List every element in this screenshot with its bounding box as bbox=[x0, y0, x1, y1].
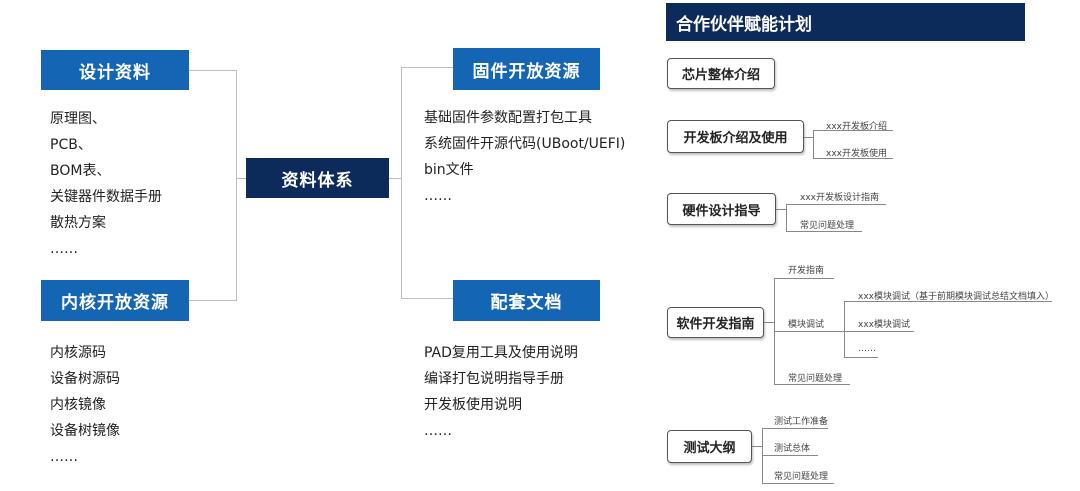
branch-line bbox=[776, 209, 786, 210]
partner-enablement-title-bar: 合作伙伴赋能计划 bbox=[666, 3, 1025, 41]
module-debug-child: xxx模块调试（基于前期模块调试总结文档填入） bbox=[858, 292, 1054, 302]
list-item: 散热方案 bbox=[50, 215, 106, 231]
branch-line bbox=[813, 130, 814, 158]
list-item: 内核镜像 bbox=[50, 397, 106, 413]
dev-board-child: xxx开发板使用 bbox=[826, 149, 887, 159]
connector-line bbox=[189, 70, 236, 71]
list-item: 编译打包说明指导手册 bbox=[424, 371, 564, 387]
connector-line bbox=[401, 67, 453, 68]
hw-design-child: 常见问题处理 bbox=[800, 221, 855, 231]
branch-line bbox=[762, 428, 828, 429]
branch-line bbox=[774, 331, 844, 332]
supporting-docs-list: PAD复用工具及使用说明 编译打包说明指导手册 开发板使用说明 …… bbox=[424, 340, 578, 444]
list-item: 基础固件参数配置打包工具 bbox=[424, 110, 592, 126]
connector-line bbox=[236, 70, 237, 301]
sw-dev-label: 软件开发指南 bbox=[676, 317, 755, 332]
dev-board-child: xxx开发板介绍 bbox=[826, 122, 887, 132]
list-item: 设备树源码 bbox=[50, 371, 120, 387]
supporting-docs-title: 配套文档 bbox=[490, 293, 563, 313]
list-item: 内核源码 bbox=[50, 345, 106, 361]
list-item: …… bbox=[424, 423, 452, 439]
sw-dev-child: 常见问题处理 bbox=[788, 374, 843, 384]
hw-design-child: xxx开发板设计指南 bbox=[800, 193, 879, 203]
dev-board-label: 开发板介绍及使用 bbox=[683, 131, 788, 146]
kernel-resources-title: 内核开放资源 bbox=[61, 293, 169, 313]
connector-line bbox=[401, 67, 402, 298]
list-item: PCB、 bbox=[50, 137, 92, 153]
resource-system-center-box: 资料体系 bbox=[246, 158, 389, 198]
chip-intro-box: 芯片整体介绍 bbox=[667, 58, 775, 89]
kernel-resources-list: 内核源码 设备树源码 内核镜像 设备树镜像 …… bbox=[50, 340, 120, 470]
list-item: bin文件 bbox=[424, 162, 474, 178]
design-materials-list: 原理图、 PCB、 BOM表、 关键器件数据手册 散热方案 …… bbox=[50, 106, 162, 262]
branch-line bbox=[844, 301, 845, 357]
list-item: 关键器件数据手册 bbox=[50, 189, 162, 205]
list-item: …… bbox=[50, 449, 78, 465]
sw-dev-box: 软件开发指南 bbox=[667, 307, 764, 338]
list-item: …… bbox=[50, 241, 78, 257]
branch-line bbox=[804, 137, 813, 138]
branch-line bbox=[774, 384, 850, 385]
branch-line bbox=[786, 204, 886, 205]
test-outline-child: 测试工作准备 bbox=[774, 417, 829, 427]
connector-line bbox=[236, 178, 246, 179]
supporting-docs-box: 配套文档 bbox=[453, 280, 600, 321]
list-item: PAD复用工具及使用说明 bbox=[424, 345, 578, 361]
module-debug-child: xxx模块调试 bbox=[858, 320, 910, 330]
module-debug-child: …… bbox=[858, 344, 876, 354]
branch-line bbox=[844, 357, 878, 358]
branch-line bbox=[786, 231, 862, 232]
branch-line bbox=[813, 130, 893, 131]
connector-line bbox=[389, 178, 401, 179]
dev-board-box: 开发板介绍及使用 bbox=[667, 120, 804, 153]
resource-system-title: 资料体系 bbox=[281, 170, 354, 191]
firmware-resources-list: 基础固件参数配置打包工具 系统固件开源代码(UBoot/UEFI) bin文件 … bbox=[424, 105, 625, 209]
list-item: …… bbox=[424, 188, 452, 204]
branch-line bbox=[762, 483, 834, 484]
branch-line bbox=[786, 204, 787, 231]
branch-line bbox=[752, 446, 762, 447]
branch-line bbox=[844, 331, 914, 332]
list-item: 原理图、 bbox=[50, 111, 106, 127]
firmware-resources-title: 固件开放资源 bbox=[472, 61, 581, 82]
branch-line bbox=[844, 301, 1052, 302]
list-item: BOM表、 bbox=[50, 163, 111, 179]
test-outline-child: 常见问题处理 bbox=[774, 472, 829, 482]
sw-dev-child: 模块调试 bbox=[788, 320, 825, 330]
list-item: 开发板使用说明 bbox=[424, 397, 522, 413]
hw-design-box: 硬件设计指导 bbox=[667, 193, 776, 225]
list-item: 设备树镜像 bbox=[50, 423, 120, 439]
partner-enablement-title: 合作伙伴赋能计划 bbox=[676, 14, 812, 35]
sw-dev-child: 开发指南 bbox=[788, 266, 825, 276]
design-materials-title: 设计资料 bbox=[79, 62, 151, 83]
branch-line bbox=[764, 322, 774, 323]
kernel-resources-box: 内核开放资源 bbox=[41, 280, 189, 321]
connector-line bbox=[189, 300, 236, 301]
hw-design-label: 硬件设计指导 bbox=[682, 203, 761, 219]
list-item: 系统固件开源代码(UBoot/UEFI) bbox=[424, 136, 626, 152]
test-outline-child: 测试总体 bbox=[774, 444, 811, 454]
design-materials-box: 设计资料 bbox=[41, 50, 189, 90]
test-outline-box: 测试大纲 bbox=[667, 430, 752, 463]
chip-intro-label: 芯片整体介绍 bbox=[681, 68, 760, 83]
branch-line bbox=[762, 455, 818, 456]
test-outline-label: 测试大纲 bbox=[683, 441, 736, 456]
branch-line bbox=[774, 278, 834, 279]
connector-line bbox=[401, 298, 453, 299]
firmware-resources-box: 固件开放资源 bbox=[453, 48, 600, 90]
branch-line bbox=[813, 158, 893, 159]
